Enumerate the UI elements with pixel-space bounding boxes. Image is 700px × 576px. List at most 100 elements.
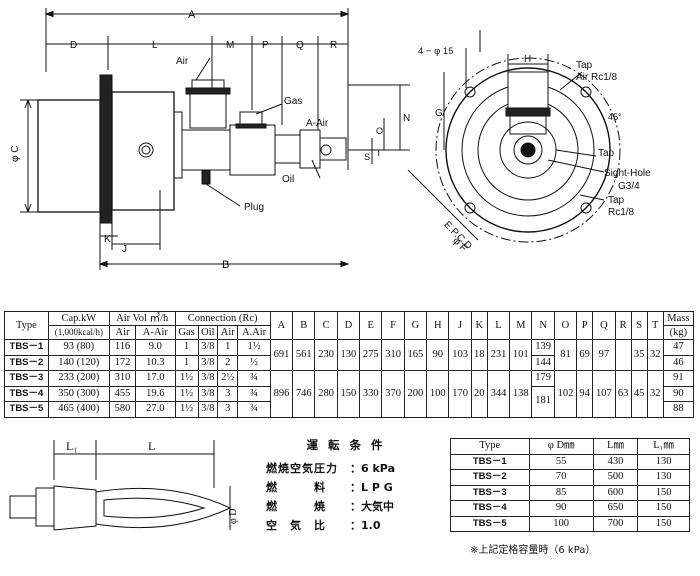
cell-aair: 27.0 xyxy=(135,401,176,418)
cell-f: 310 xyxy=(381,339,405,371)
cell-gas: 1½ xyxy=(174,370,199,387)
gas-label: Gas xyxy=(284,96,302,107)
bolt-holes-label: 4 − φ 15 xyxy=(418,46,453,57)
cell-oil: 3/8 xyxy=(197,401,219,418)
th-caair-sub: A.Air xyxy=(237,325,271,340)
th-gas-sub: Gas xyxy=(174,325,199,340)
cell-cair: 2½ xyxy=(217,370,239,387)
dim-p-label: P xyxy=(262,40,269,51)
tap3-size: Rc1/8 xyxy=(608,207,635,218)
th-type: Type xyxy=(450,438,530,455)
nozzle-d-label: φ D xyxy=(228,509,239,525)
th-cap-sub: (1,000kcal/h) xyxy=(47,325,110,340)
cell-m: 138 xyxy=(509,370,533,418)
cell-h: 100 xyxy=(426,370,450,418)
dim-a-label: A xyxy=(188,9,196,21)
dim-b-label: B xyxy=(222,259,229,271)
cell-gas: 1½ xyxy=(174,385,199,402)
table-row: TBS－5 465 (400) 580 27.0 1½ 3/8 3 ¾ 88 xyxy=(4,401,695,418)
tap3-label: Tap xyxy=(608,195,625,206)
th-l: L㎜ xyxy=(592,438,639,455)
th-q: Q xyxy=(592,311,616,340)
dim-l-label: L xyxy=(152,40,158,51)
th-k: K xyxy=(470,311,488,340)
sight-hole-size: G3/4 xyxy=(618,181,640,192)
nozzle-flame-diagram: L₁ L φ D xyxy=(9,439,239,531)
th-mass: Mass xyxy=(662,311,695,326)
th-type: Type xyxy=(4,311,49,340)
th-cap: Cap.kW xyxy=(47,311,110,326)
th-m: M xyxy=(509,311,533,340)
cell-mass: 46 xyxy=(662,354,695,371)
th-conn: Connection (Rc) xyxy=(174,311,271,326)
cell-m: 101 xyxy=(509,339,533,371)
cell-cair: 3 xyxy=(217,385,239,402)
burner-technical-drawing: A D L M P Q R φ C Air xyxy=(10,8,651,271)
condition-value: 6 kPa xyxy=(361,462,395,475)
cell-caair: ½ xyxy=(237,354,271,371)
cell-aair: 10.3 xyxy=(135,354,176,371)
cell-d: 55 xyxy=(528,453,594,470)
cell-cap: 233 (200) xyxy=(47,370,110,387)
cell-type: TBS－5 xyxy=(450,515,530,532)
front-view: 4 − φ 15 H G Tap Air Rc1/8 45° Tap Sight… xyxy=(407,30,651,254)
cell-air: 310 xyxy=(108,370,137,387)
cell-r: 63 xyxy=(614,370,632,418)
cell-mass: 47 xyxy=(662,339,695,356)
cell-c: 230 xyxy=(314,339,338,371)
cell-oil: 3/8 xyxy=(197,370,219,387)
condition-row: 燃焼空気圧力：6 kPa xyxy=(266,459,426,478)
tap-label: Tap xyxy=(576,60,593,71)
cell-gas: 1 xyxy=(174,339,199,356)
cell-g: 200 xyxy=(403,370,428,418)
cell-type: TBS－4 xyxy=(4,385,49,402)
cell-type: TBS－1 xyxy=(4,339,49,356)
cell-d: 85 xyxy=(528,484,594,501)
table-row: TBS－3 233 (200) 310 17.0 1½ 3/8 2½ ¾ 896… xyxy=(4,370,695,418)
cell-caair: ¾ xyxy=(237,385,271,402)
cell-cap: 465 (400) xyxy=(47,401,110,418)
cell-oil: 3/8 xyxy=(197,354,219,371)
dim-k-label: K xyxy=(104,234,111,245)
spec-table: Type Cap.kW Air Vol ㎥/h Connection (Rc) … xyxy=(4,311,695,418)
dim-t-label: T xyxy=(376,148,382,158)
cell-l: 430 xyxy=(592,453,639,470)
th-h: H xyxy=(426,311,450,340)
cell-d: 90 xyxy=(528,500,594,517)
cell-d: 100 xyxy=(528,515,594,532)
dim-m-label: M xyxy=(226,40,234,51)
dim-c-label: φ C xyxy=(10,146,21,162)
dim-s-label: S xyxy=(364,152,370,162)
air-label: Air xyxy=(176,56,189,67)
dim-q-label: Q xyxy=(296,40,304,51)
cell-b: 746 xyxy=(292,370,316,418)
th-g: G xyxy=(403,311,428,340)
cell-d: 70 xyxy=(528,469,594,486)
th-b: B xyxy=(292,311,316,340)
th-t: T xyxy=(646,311,664,340)
condition-label: 燃 料 xyxy=(266,481,326,494)
cell-caair: 1½ xyxy=(237,339,271,356)
condition-label: 燃焼空気圧力 xyxy=(266,462,338,475)
dim-d-label: D xyxy=(70,40,77,51)
cell-d: 150 xyxy=(336,370,361,418)
dim-h-label: H xyxy=(524,54,531,65)
cell-aair: 9.0 xyxy=(135,339,176,356)
th-mass-unit: (kg) xyxy=(662,325,695,340)
cell-p: 94 xyxy=(576,370,594,418)
cell-q: 97 xyxy=(592,339,616,371)
cell-gas: 1 xyxy=(174,354,199,371)
cell-l: 700 xyxy=(592,515,639,532)
th-e: E xyxy=(359,311,383,340)
cell-l: 650 xyxy=(592,500,639,517)
cell-mass: 88 xyxy=(662,401,695,418)
rated-capacity-note: ※上記定格容量時（6 kPa） xyxy=(470,545,596,556)
th-r: R xyxy=(614,311,632,340)
cell-mass: 90 xyxy=(662,385,695,402)
plug-label: Plug xyxy=(244,202,264,213)
dim-n-label: N xyxy=(403,113,410,124)
